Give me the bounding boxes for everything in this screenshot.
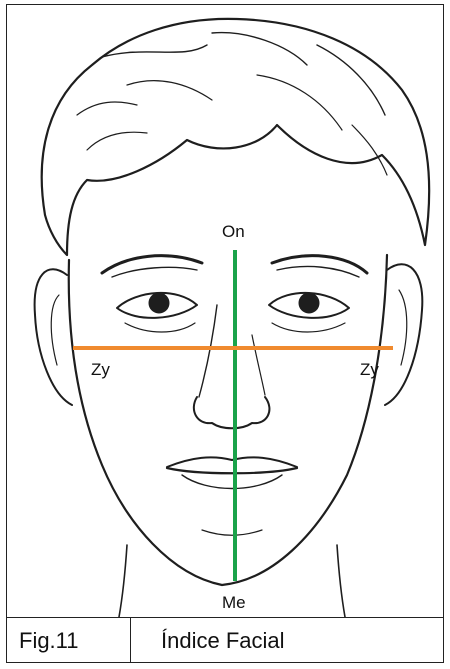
right-eyebrow-lower — [277, 266, 359, 277]
hair-strand-3 — [317, 45, 385, 115]
hair-outline — [42, 19, 429, 255]
hair-strand-7 — [87, 132, 147, 150]
figure-caption: Fig.11 Índice Facial — [7, 617, 443, 663]
mouth-lower — [182, 475, 282, 489]
hair-strand-5 — [127, 81, 212, 100]
figure-title: Índice Facial — [131, 618, 443, 663]
figure-frame: On Me Zy Zy Fig.11 Índice Facial — [6, 4, 444, 663]
nose-side — [252, 335, 265, 395]
left-eye-bag — [125, 323, 195, 332]
right-eyebrow — [272, 256, 367, 273]
label-zy-left: Zy — [91, 360, 110, 379]
label-on: On — [222, 222, 245, 241]
left-eyebrow — [102, 256, 202, 273]
face-sketch: On Me Zy Zy — [7, 5, 443, 617]
left-ear-inner — [51, 295, 59, 365]
right-ear — [385, 264, 422, 405]
left-eyebrow-lower — [112, 267, 197, 277]
label-zy-right: Zy — [360, 360, 379, 379]
neck-left — [119, 545, 127, 617]
face-diagram: On Me Zy Zy — [7, 5, 443, 617]
right-ear-inner — [399, 290, 407, 365]
figure-number: Fig.11 — [7, 618, 131, 663]
nose-base — [194, 397, 270, 428]
chin-crease — [202, 530, 262, 535]
hair-strand-4 — [77, 102, 137, 115]
hair-strand-2 — [212, 33, 307, 65]
nose-bridge — [199, 305, 217, 397]
mouth-upper — [167, 457, 297, 467]
right-eye-bag — [272, 323, 345, 332]
left-iris — [149, 293, 169, 313]
right-iris — [299, 293, 319, 313]
label-me: Me — [222, 593, 246, 612]
hair-strand-6 — [257, 75, 342, 130]
hair-strand-8 — [352, 125, 387, 175]
mouth-line — [167, 468, 297, 473]
neck-right — [337, 545, 345, 617]
left-ear — [35, 269, 72, 405]
